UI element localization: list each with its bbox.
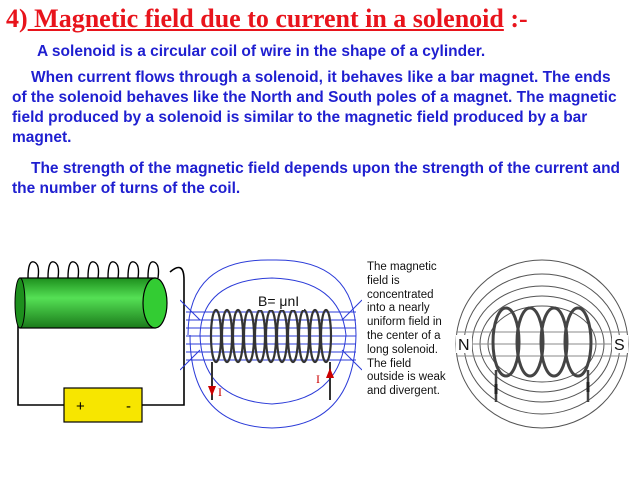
figure-caption: The magnetic field is concentrated into …: [367, 261, 446, 398]
paragraph-strength: The strength of the magnetic field depen…: [12, 160, 621, 197]
field-lines: [180, 259, 362, 429]
solenoid-battery-figure: + -: [14, 261, 185, 423]
paragraph-bar-magnet: When current flows through a solenoid, i…: [12, 69, 617, 146]
title-suffix: :-: [503, 4, 528, 33]
battery: [63, 387, 143, 423]
title-text: Magnetic field due to current in a solen…: [27, 4, 504, 33]
paragraph-definition: A solenoid is a circular coil of wire in…: [37, 43, 486, 60]
coil-turns: [209, 308, 333, 364]
south-pole-label: S: [614, 337, 625, 354]
current-label-right: I: [316, 372, 320, 386]
battery-minus-label: -: [126, 398, 131, 415]
field-lines-figure: N S: [455, 259, 629, 429]
title-number: 4): [6, 4, 28, 33]
current-label-left: I: [218, 385, 222, 399]
field-formula: B= μnI: [258, 293, 299, 309]
slide-title: 4) Magnetic field due to current in a so…: [6, 2, 632, 36]
battery-plus-label: +: [76, 398, 85, 415]
coil-loops-3d: [491, 306, 593, 378]
north-pole-label: N: [458, 337, 470, 354]
coil-loops: [27, 261, 160, 279]
solenoid-field-figure: B= μnI I I: [180, 259, 362, 429]
